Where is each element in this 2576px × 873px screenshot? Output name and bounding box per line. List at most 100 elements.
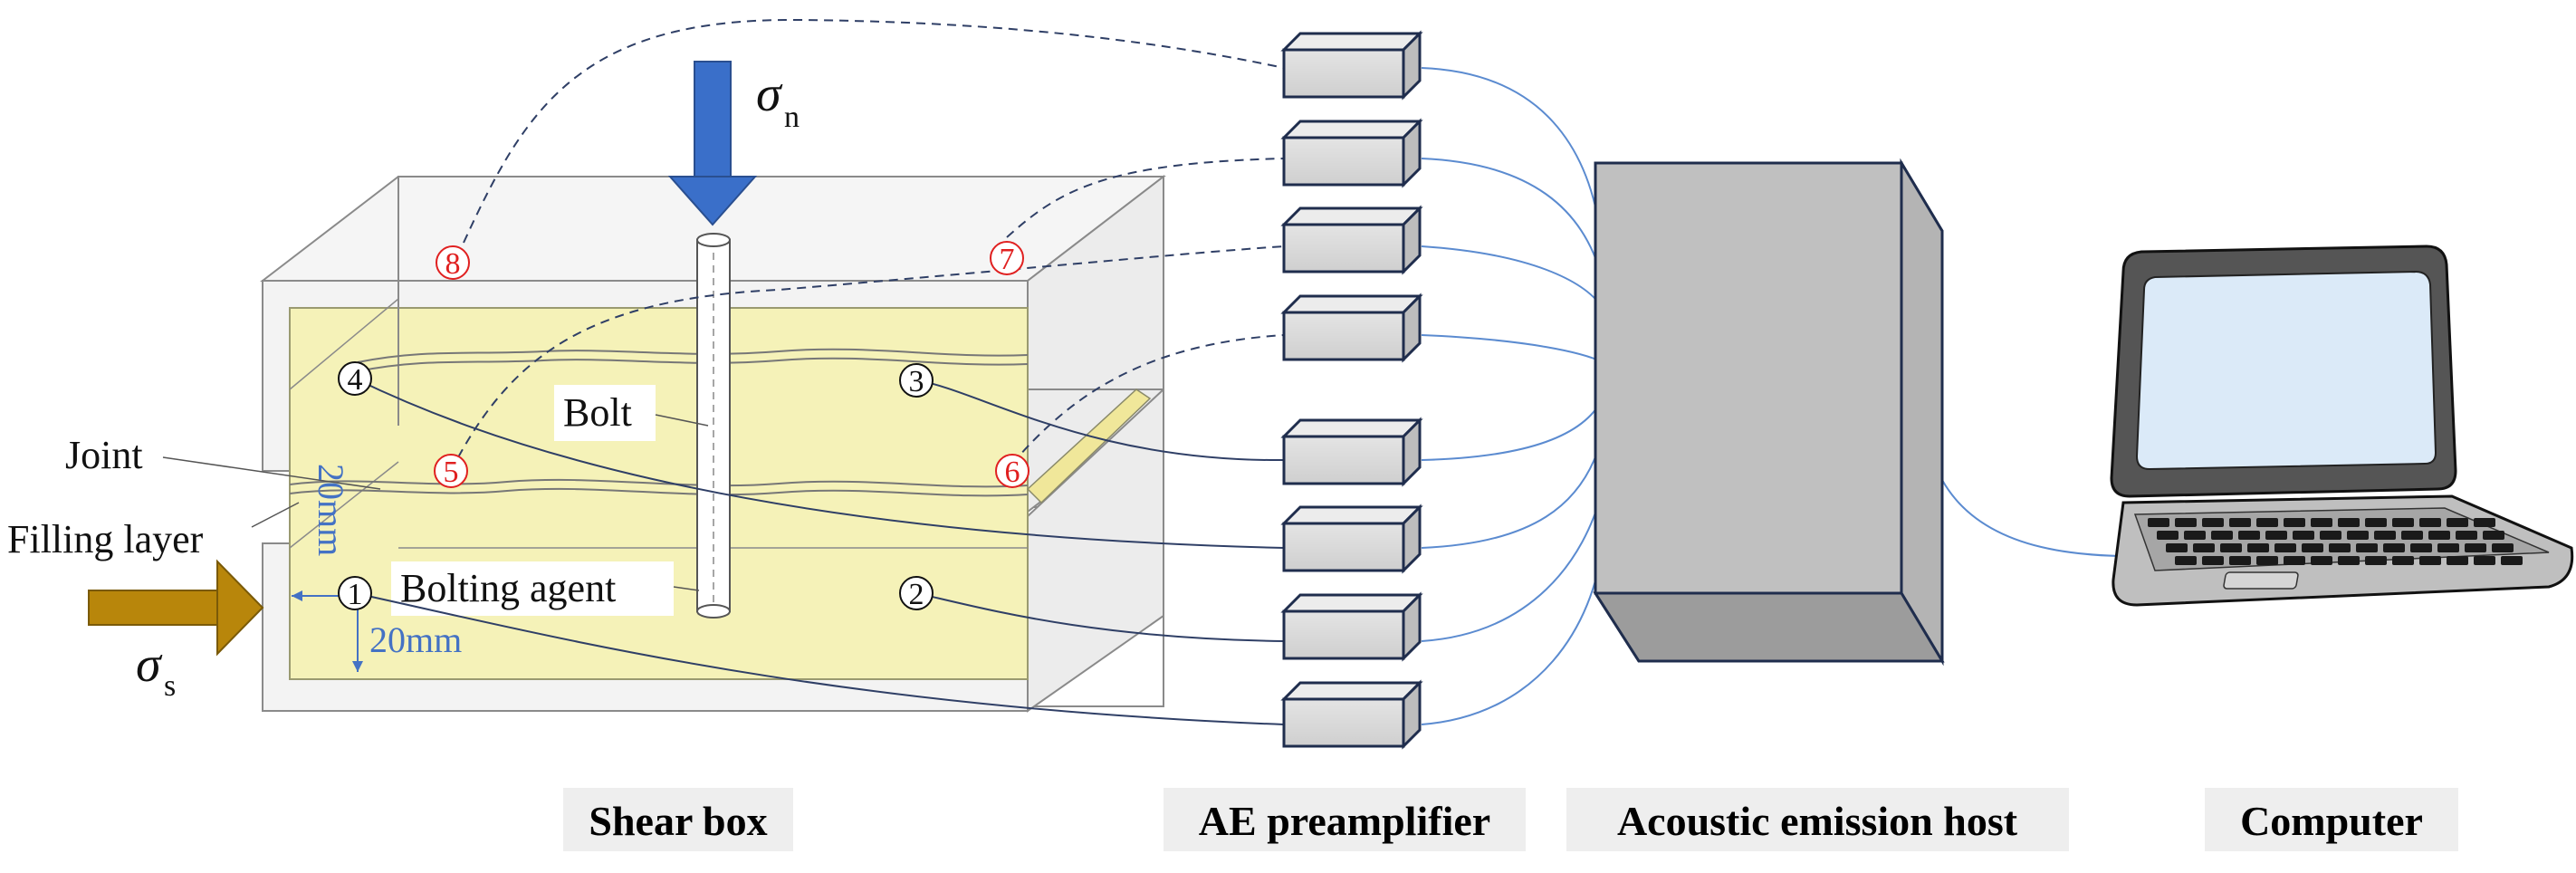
bolt-label: Bolt [563,390,632,435]
keyboard-key [2447,556,2468,565]
sigma-n-symbol: σ [756,66,783,122]
keyboard-key [2302,543,2323,552]
keyboard-key [2184,531,2206,540]
acoustic-emission-host [1593,158,1945,667]
sensors: 1 2 3 4 5 6 7 8 [338,241,1029,611]
keyboard-key [2311,556,2332,565]
sensor-8: 8 [436,245,470,281]
sensor-5: 5 [434,454,468,489]
keyboard-key [2365,556,2387,565]
keyboard-key [2148,518,2169,527]
sensor-4: 4 [338,361,372,397]
keyboard-key [2483,531,2504,540]
joint-leader [162,456,381,490]
bolt-label-bg [554,385,656,441]
caption-computer: Computer [2240,798,2423,844]
keyboard-key [2256,556,2278,565]
preamplifier-box-3 [1280,205,1423,275]
laptop-icon [2110,245,2574,607]
svg-text:4: 4 [348,363,363,397]
keyboard-key [2202,556,2224,565]
preamplifier-box-7 [1280,591,1423,662]
bolting-agent-label-bg [391,561,674,616]
svg-text:8: 8 [445,247,461,281]
keyboard-key [2338,556,2360,565]
keyboard-key [2284,556,2305,565]
shear-stress-arrow [88,559,264,657]
sensor-wires [354,18,2192,725]
dimension-horizontal-label: 20mm [369,619,462,660]
keyboard-key [2465,543,2486,552]
keyboard-key [2166,543,2188,552]
captions: Shear box AE preamplifier Acoustic emiss… [563,788,2458,851]
keyboard-key [2347,531,2369,540]
keyboard-key [2247,543,2269,552]
keyboard-key [2492,543,2514,552]
keyboard-key [2338,518,2360,527]
keyboard-key [2474,556,2495,565]
sensor-6: 6 [995,454,1029,489]
keyboard-key [2229,518,2251,527]
keyboard-key [2374,531,2396,540]
keyboard-key [2392,556,2414,565]
svg-text:7: 7 [1000,243,1015,276]
preamplifier-box-6 [1280,504,1423,574]
keyboard-key [2501,556,2523,565]
caption-acoustic-emission-host: Acoustic emission host [1617,798,2018,844]
keyboard-key [2456,531,2477,540]
keyboard-key [2365,518,2387,527]
preamplifier-box-4 [1280,293,1423,363]
keyboard-key [2474,518,2495,527]
keyboard-key [2211,531,2233,540]
keyboard-key [2202,518,2224,527]
sensor-3: 3 [899,363,934,398]
keyboard-key [2193,543,2215,552]
ae-preamplifiers [1280,30,1423,750]
svg-text:3: 3 [909,365,924,398]
keyboard [2148,518,2523,565]
keyboard-key [2220,543,2242,552]
svg-text:6: 6 [1005,456,1020,489]
caption-ae-preamplifier: AE preamplifier [1199,798,1490,844]
svg-text:5: 5 [444,456,459,489]
keyboard-key [2256,518,2278,527]
keyboard-key [2175,518,2197,527]
sensor-2: 2 [899,576,934,611]
keyboard-key [2175,556,2197,565]
joint-label: Joint [65,433,143,477]
dimension-vertical-label: 20mm [311,464,351,556]
preamplifier-box-2 [1280,118,1423,188]
preamplifier-box-8 [1280,679,1423,750]
preamplifier-box-1 [1280,30,1423,101]
keyboard-key [2410,543,2432,552]
sensor-1: 1 [338,576,372,611]
keyboard-key [2157,531,2179,540]
keyboard-key [2311,518,2332,527]
keyboard-key [2419,518,2441,527]
keyboard-key [2447,518,2468,527]
keyboard-key [2329,543,2351,552]
keyboard-key [2265,531,2287,540]
filling-leader [251,502,300,528]
filling-layer-label: Filling layer [7,517,204,561]
sigma-n-subscript: n [784,101,800,134]
keyboard-key [2238,531,2260,540]
keyboard-key [2437,543,2459,552]
keyboard-key [2356,543,2378,552]
sensor-7: 7 [990,241,1024,276]
keyboard-key [2274,543,2296,552]
keyboard-key [2419,556,2441,565]
sigma-s-subscript: s [164,669,176,703]
normal-stress-arrow [667,61,758,226]
preamplifier-box-5 [1280,417,1423,487]
svg-text:2: 2 [909,578,924,611]
sigma-s-symbol: σ [136,637,163,693]
keyboard-key [2293,531,2314,540]
keyboard-key [2320,531,2341,540]
keyboard-key [2392,518,2414,527]
keyboard-key [2428,531,2450,540]
keyboard-key [2401,531,2423,540]
bolting-agent-label: Bolting agent [400,566,616,610]
keyboard-key [2383,543,2405,552]
